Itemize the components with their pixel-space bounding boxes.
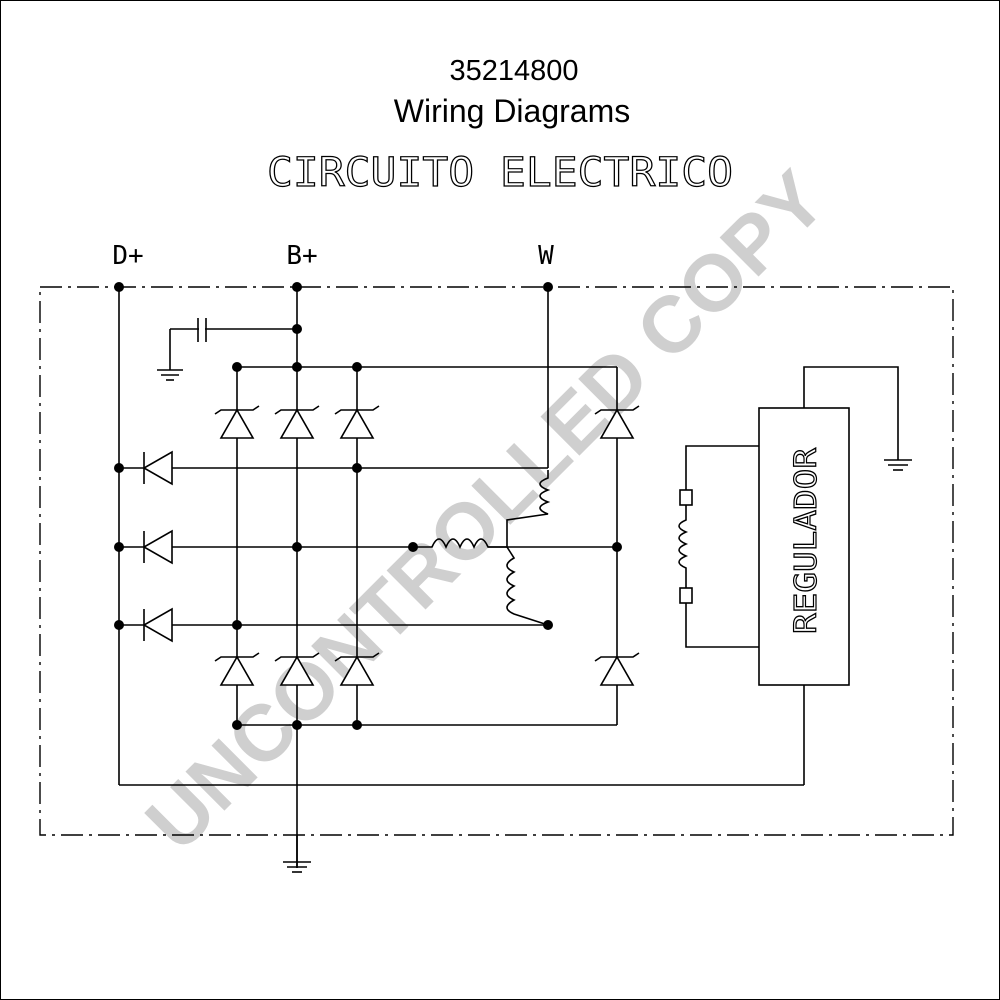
circuit-title: CIRCUITO ELECTRICO	[267, 150, 733, 196]
exciter-diode	[142, 529, 173, 565]
negative-zener-diode	[334, 652, 380, 686]
wiring	[118, 287, 899, 868]
terminal-b-plus-label: B+	[286, 241, 317, 271]
brush	[679, 587, 693, 604]
capacitor	[197, 318, 207, 342]
terminal-d-plus-label: D+	[112, 241, 143, 271]
positive-zener-diode	[594, 405, 640, 439]
negative-zener-diode	[594, 652, 640, 686]
junction-dots	[114, 282, 622, 730]
part-number: 35214800	[449, 55, 578, 87]
negative-zener-diode	[274, 652, 320, 686]
positive-zener-diode	[274, 405, 320, 439]
exciter-diode	[142, 450, 173, 486]
regulator-label: REGULADOR	[789, 447, 824, 634]
positive-zener-diode	[334, 405, 380, 439]
terminal-w-label: W	[538, 241, 554, 271]
ground-icon	[283, 861, 311, 873]
ground-icon	[884, 459, 912, 471]
watermark: UNCONTROLLED COPY	[129, 154, 842, 867]
diagram-subtitle: Wiring Diagrams	[394, 93, 630, 129]
exciter-diode	[142, 607, 173, 643]
positive-zener-diode	[214, 405, 260, 439]
negative-zener-diode	[214, 652, 260, 686]
alternator-enclosure	[39, 286, 954, 836]
ground-icon	[157, 369, 183, 381]
brush	[679, 489, 693, 506]
regulator-box	[758, 407, 850, 686]
